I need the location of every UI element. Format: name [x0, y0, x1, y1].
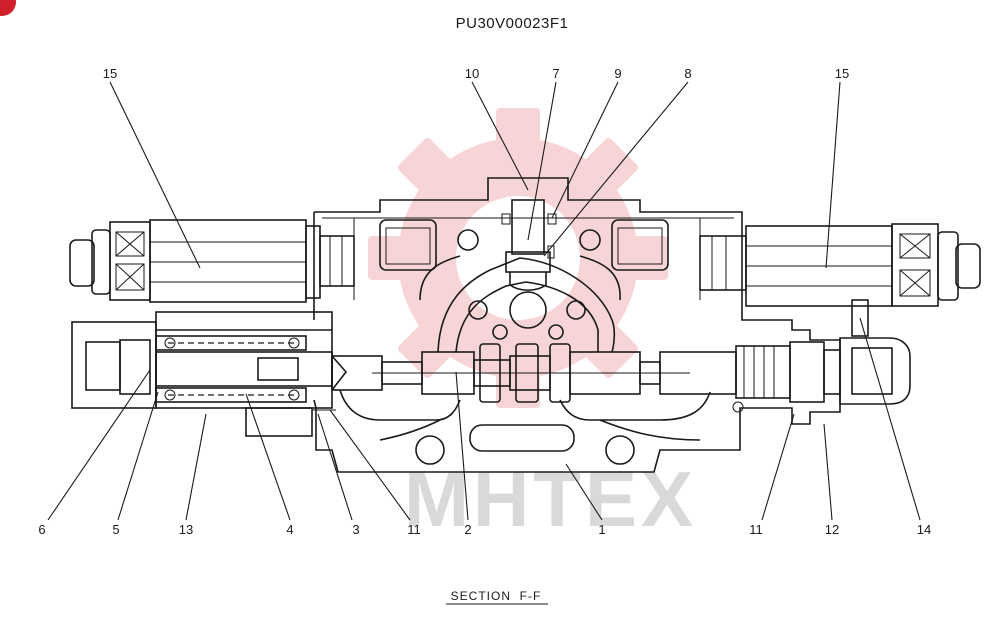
section-caption: SECTION F-F — [451, 589, 542, 603]
callout-3: 3 — [352, 522, 359, 537]
callout-15-left: 15 — [103, 66, 117, 81]
callout-7: 7 — [552, 66, 559, 81]
right-solenoid — [699, 223, 981, 337]
corner-badge — [0, 0, 16, 16]
leader-lines — [47, 81, 921, 521]
callout-14: 14 — [917, 522, 931, 537]
callout-11-left: 11 — [407, 522, 421, 537]
callout-labels: 15 10 7 9 8 15 6 5 13 4 3 11 2 1 11 12 1… — [38, 66, 931, 537]
drawing-code: PU30V00023F1 — [456, 15, 569, 32]
callout-11-right: 11 — [749, 522, 763, 537]
callout-10: 10 — [465, 66, 479, 81]
callout-8: 8 — [684, 66, 691, 81]
valve-body — [313, 177, 841, 473]
callout-1: 1 — [598, 522, 605, 537]
left-spring-housing — [71, 311, 336, 437]
callout-9: 9 — [614, 66, 621, 81]
callout-6: 6 — [38, 522, 45, 537]
callout-5: 5 — [112, 522, 119, 537]
callout-15-right: 15 — [835, 66, 849, 81]
main-spool — [331, 337, 911, 405]
callout-4: 4 — [286, 522, 293, 537]
callout-2: 2 — [464, 522, 471, 537]
watermark-text: MHTEX — [404, 455, 697, 543]
callout-13: 13 — [179, 522, 193, 537]
left-solenoid — [69, 219, 355, 303]
callout-12: 12 — [825, 522, 839, 537]
